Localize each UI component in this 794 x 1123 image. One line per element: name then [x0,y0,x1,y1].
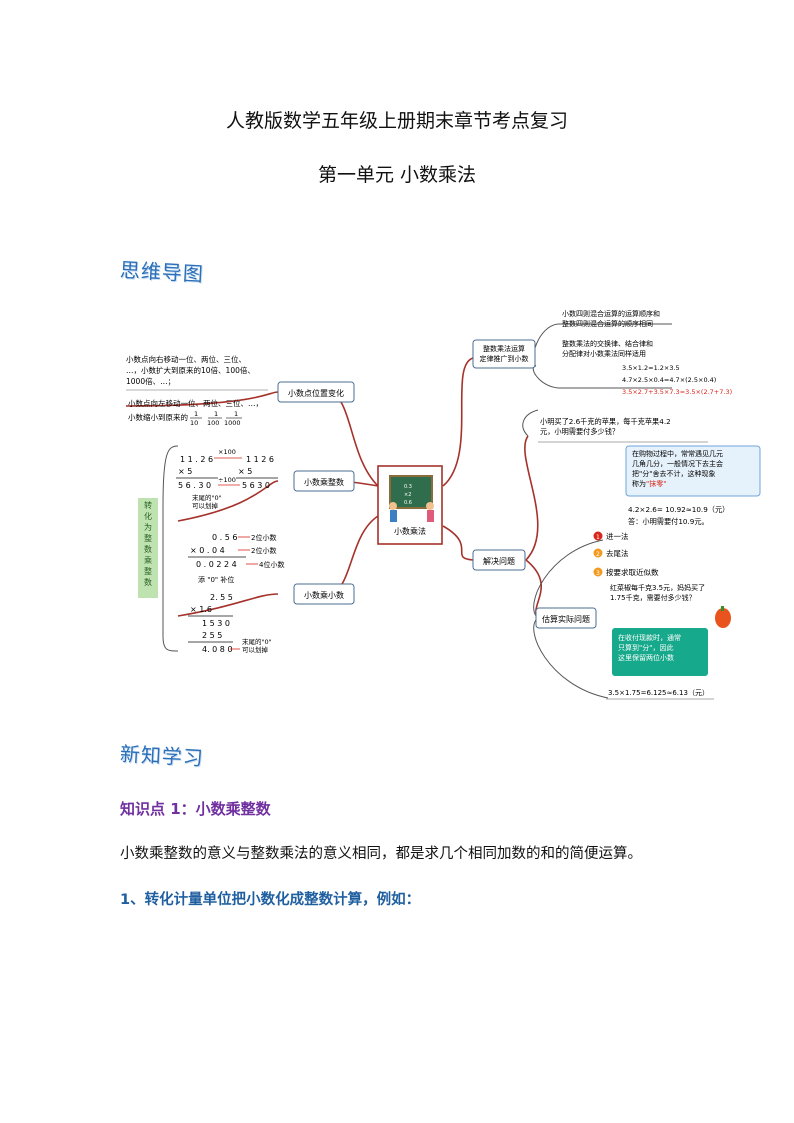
method-1-icon [593,531,603,541]
node-position-label: 小数点位置变化 [288,388,344,398]
tip-box-rounding: 在购物过程中，常常遇见几元几角几分，一般情况下去主会把"分"舍去不计，这种现象称… [625,445,761,497]
answer-3: 3.5×1.75=6.125≈6.13（元） [608,689,709,697]
section-title-mindmap: 思维导图 [119,257,205,287]
board-line-2: ×2 [404,492,411,498]
frac-den-10: 10 [190,419,198,427]
center-label: 小数乘法 [394,526,426,536]
method-2-label: 去尾法 [606,548,629,558]
position-note-shrink: 小数缩小到原来的 [128,412,188,422]
calc3-line-2: × 1.6 [190,605,212,614]
calc1-right-1: 1 1 2 6 [246,455,274,464]
calc3-line-5: 4. 0 8 0 [202,645,233,654]
calc2-line-1: 0 . 5 6 [212,533,237,542]
method-1-label: 进一法 [606,531,629,541]
tip-2-text: 在收付现款时，通常只算到"分"，因此这里保留两位小数 [618,633,681,662]
node-dec-dec-label: 小数乘小数 [304,590,344,600]
calc1-left-2: × 5 [178,467,192,476]
calc1-right-2: × 5 [238,467,252,476]
node-decimal-times-integer: 小数乘整数 [293,470,355,492]
calc1-left-3: 5 6 . 3 0 [178,481,211,490]
calc1-div100: ÷100 [218,476,236,484]
knowledge-paragraph: 小数乘整数的意义与整数乘法的意义相同，都是求几个相同加数的和的简便运算。 [120,846,642,862]
calc3-line-1: 2. 5 5 [210,593,233,602]
vertical-label-box [138,498,158,598]
calc3-note: 末尾的"0"可以划掉 [242,637,272,654]
method-num-2: 2 [596,551,600,558]
rules-example-1: 3.5×1.2=1.2×3.5 [622,364,680,372]
rules-example-3: 3.5×2.7+3.5×7.3=3.5×(2.7+7.3) [622,388,732,396]
frac-den-100: 100 [207,419,219,427]
pepper-icon [715,606,731,628]
calc1-times100: ×100 [218,448,236,456]
knowledge-point-heading: 知识点 1：小数乘整数 [120,800,271,818]
calc1-right-3: 5 6 3 0 [242,481,270,490]
calc2-add0: 添 "0" 补位 [198,575,234,584]
method-num-3: 3 [596,570,600,577]
center-node: 0.3 ×2 0.6 小数乘法 [377,465,443,545]
calc-dec-dec-2: 2. 5 5 × 1.6 1 5 3 0 2 5 5 4. 0 8 0 末尾的"… [188,593,272,654]
boy-figure [389,502,397,510]
node-rules: 整数乘法运算定律推广到小数 [472,339,536,369]
rules-example-2: 4.7×2.5×0.4=4.7×(2.5×0.4) [622,376,716,384]
node-estimate-label: 估算实际问题 [542,614,590,624]
calc2-line-2: × 0 . 0 4 [190,546,225,555]
method-3-icon [593,567,603,577]
answer-2: 答：小明需要付10.9元。 [628,517,709,526]
calc-dec-int: 1 1 . 2 6 × 5 5 6 . 3 0 1 1 2 6 × 5 5 6 … [176,448,278,510]
node-position-change: 小数点位置变化 [277,381,355,403]
frac-num-1: 1 [194,410,198,418]
method-num-1: 1 [596,534,600,541]
node-rules-label: 整数乘法运算定律推广到小数 [480,344,529,363]
calc2-tag-3: 4位小数 [259,560,284,569]
method-heading: 1、转化计量单位把小数化成整数计算，例如： [120,892,421,908]
rules-note-1: 小数四则混合运算的运算顺序和整数四则混合运算的顺序相同 [562,309,660,328]
vertical-label: 转化为整数乘整数 [144,500,152,587]
node-estimate: 估算实际问题 [535,607,597,629]
frac-num-3: 1 [234,410,238,418]
board-line-3: 0.6 [404,500,412,506]
method-3-label: 按要求取近似数 [606,567,659,577]
calc2-tag-2: 2位小数 [251,546,276,555]
calc3-line-4: 2 5 5 [202,631,222,640]
calc2-tag-1: 2位小数 [251,533,276,542]
board-line-1: 0.3 [404,484,412,490]
answer-1: 4.2×2.6= 10.92≈10.9（元） [628,505,729,514]
girl-figure [426,502,434,510]
frac-den-1000: 1000 [224,419,241,427]
node-solve-label: 解决问题 [483,556,515,566]
calc1-left-1: 1 1 . 2 6 [180,455,213,464]
node-dec-int-label: 小数乘整数 [304,477,344,487]
position-note-right: 小数点向右移动一位、两位、三位、…，小数扩大到原来的10倍、100倍、1000倍… [126,354,255,386]
calc-dec-dec: 0 . 5 6 × 0 . 0 4 0 . 0 2 2 4 2位小数 2位小数 … [188,533,284,584]
section-title-newknow: 新知学习 [119,741,205,771]
calc1-note: 末尾的"0"可以划掉 [192,493,222,510]
calc2-line-3: 0 . 0 2 2 4 [196,560,237,569]
frac-num-2: 1 [214,410,218,418]
node-solve: 解决问题 [472,549,526,571]
mind-map-figure: 0.3 ×2 0.6 小数乘法 小数点位置变化 小数乘整数 小数乘小数 整数乘法… [118,306,766,710]
calc3-line-3: 1 5 3 0 [202,619,230,628]
position-note-left: 小数点向左移动一位、两位、三位、…， [128,398,263,408]
tip-box-cents: 在收付现款时，通常只算到"分"，因此这里保留两位小数 [612,628,708,676]
method-2-icon [593,548,603,558]
document-title: 人教版数学五年级上册期末章节考点复习 [225,110,568,132]
document-subtitle: 第一单元 小数乘法 [317,164,477,186]
node-decimal-times-decimal: 小数乘小数 [293,583,355,605]
rules-note-2: 整数乘法的交换律、结合律和分配律对小数乘法同样适用 [562,339,653,358]
tip-box-text: 在购物过程中，常常遇见几元几角几分，一般情况下去主会把"分"舍去不计，这种现象称… [632,449,723,488]
